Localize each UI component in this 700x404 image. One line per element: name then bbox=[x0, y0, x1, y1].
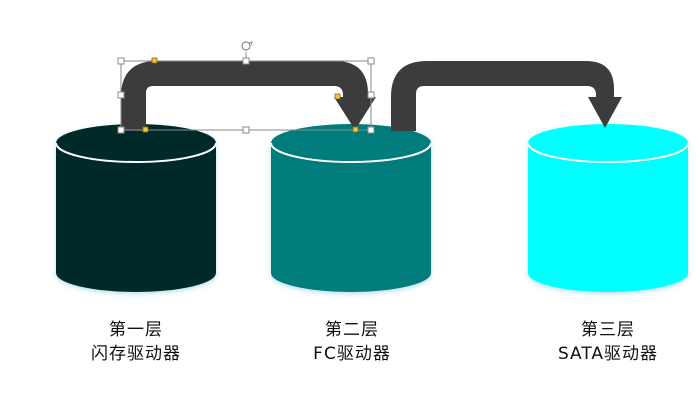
tier-2-level: 第二层 bbox=[325, 320, 379, 340]
cylinder-tier-3-top bbox=[528, 124, 688, 162]
cylinder-tier-1-rim bbox=[55, 142, 217, 163]
tier-3-name: SATA驱动器 bbox=[557, 344, 659, 364]
tier-1-level: 第一层 bbox=[109, 320, 163, 340]
resize-handle-top-left[interactable] bbox=[117, 57, 125, 65]
tier-1-label: 第一层 闪存驱动器 bbox=[56, 318, 216, 366]
cylinder-tier-1-top bbox=[56, 124, 216, 162]
cylinder-tier-2[interactable] bbox=[270, 124, 432, 292]
cylinder-tier-1[interactable] bbox=[55, 124, 217, 292]
rotate-icon bbox=[241, 41, 251, 51]
resize-handle-bottom-middle[interactable] bbox=[242, 126, 250, 134]
cylinder-tier-3-body bbox=[528, 143, 688, 292]
cylinder-tier-3-rim bbox=[527, 142, 689, 163]
tier-2-name: FC驱动器 bbox=[313, 344, 391, 364]
resize-handle-top-middle[interactable] bbox=[242, 57, 250, 65]
cylinder-tier-2-top bbox=[271, 124, 431, 162]
rotate-arrow-icon bbox=[248, 41, 253, 46]
adjustment-handle-3[interactable] bbox=[334, 93, 341, 100]
arrow-tier-1-to-tier-2[interactable] bbox=[121, 61, 376, 131]
tier-2-label: 第二层 FC驱动器 bbox=[272, 318, 432, 366]
cylinder-tier-2-body bbox=[271, 143, 431, 292]
arrow-tier-2-to-tier-3[interactable] bbox=[391, 61, 622, 131]
resize-handle-middle-right[interactable] bbox=[367, 91, 375, 99]
resize-handle-top-right[interactable] bbox=[367, 57, 375, 65]
adjustment-handle-4[interactable] bbox=[352, 126, 359, 133]
adjustment-handle-2[interactable] bbox=[142, 126, 149, 133]
rotation-handle[interactable] bbox=[241, 41, 253, 51]
tier-3-label: 第三层 SATA驱动器 bbox=[528, 318, 688, 366]
resize-handle-bottom-right[interactable] bbox=[367, 126, 375, 134]
cylinder-tier-2-rim bbox=[270, 142, 432, 163]
cylinder-tier-1-body bbox=[56, 143, 216, 292]
resize-handle-middle-left[interactable] bbox=[117, 91, 125, 99]
resize-handle-bottom-left[interactable] bbox=[117, 126, 125, 134]
cylinder-tier-3[interactable] bbox=[527, 124, 689, 292]
adjustment-handle-1[interactable] bbox=[151, 57, 158, 64]
selection-box[interactable] bbox=[117, 41, 375, 134]
tier-3-level: 第三层 bbox=[581, 320, 635, 340]
tier-1-name: 闪存驱动器 bbox=[91, 344, 181, 364]
adjustment-handles[interactable] bbox=[142, 57, 359, 133]
